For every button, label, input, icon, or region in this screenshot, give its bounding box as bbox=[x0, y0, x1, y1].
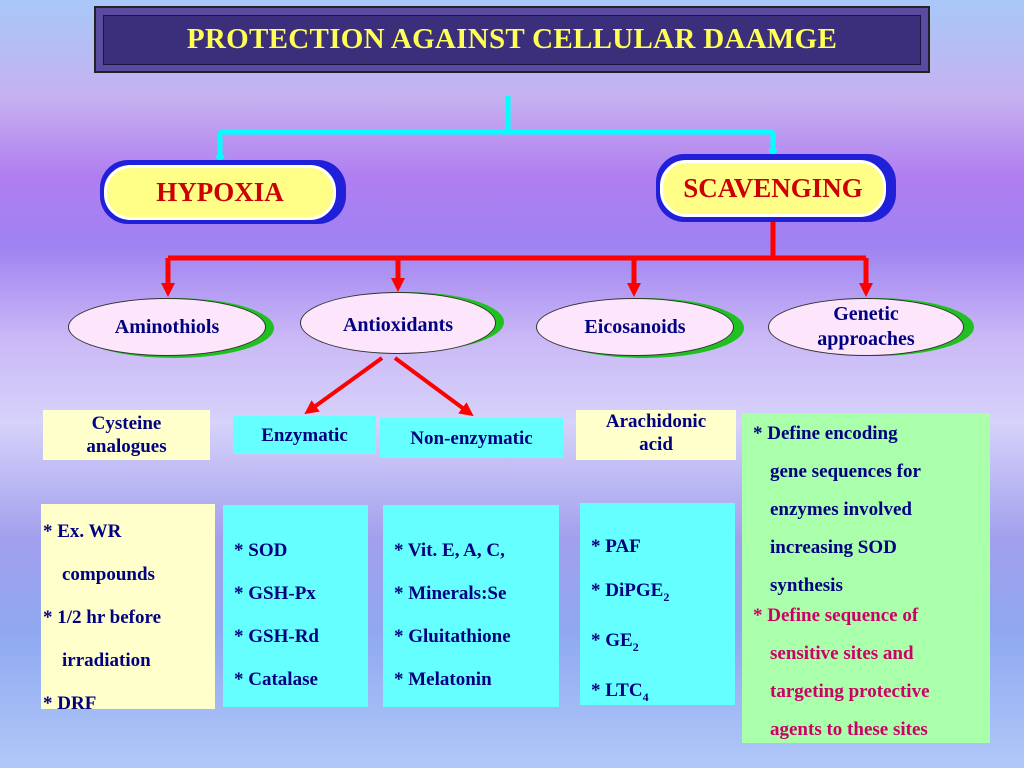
aminothiols-item-1: * Ex. WR bbox=[43, 521, 122, 542]
page-title: PROTECTION AGAINST CELLULAR DAAMGE bbox=[103, 14, 921, 65]
non-enzymatic-item-2: * Minerals:Se bbox=[394, 583, 507, 604]
arachidonic-box: Arachidonic acid bbox=[576, 410, 736, 460]
top-connector bbox=[215, 96, 778, 165]
aminothiols-item-5: * DRF bbox=[43, 693, 97, 714]
scavenging-node: SCAVENGING bbox=[660, 160, 886, 217]
genetic-a-item-3: enzymes involved bbox=[770, 499, 912, 520]
genetic-b-item-3: targeting protective bbox=[770, 681, 930, 702]
aminothiols-item-2: compounds bbox=[62, 564, 155, 585]
antioxidant-split-connector bbox=[304, 356, 474, 417]
genetic-b-item-4: agents to these sites bbox=[770, 719, 928, 740]
aminothiols-label: Aminothiols bbox=[114, 315, 220, 338]
non-enzymatic-item-4: * Melatonin bbox=[394, 669, 492, 690]
non-enzymatic-box: Non-enzymatic bbox=[380, 418, 563, 458]
non-enzymatic-label: Non-enzymatic bbox=[410, 427, 533, 449]
cysteine-box: Cysteine analogues bbox=[43, 410, 210, 460]
genetic-b-line1: Define sequence of bbox=[767, 605, 919, 626]
eicosanoids-item-ge: * GE2 bbox=[591, 619, 735, 669]
enzymatic-item-3: * GSH-Rd bbox=[234, 626, 319, 647]
cysteine-line1: Cysteine bbox=[91, 413, 162, 434]
genetic-label-line1: Genetic bbox=[833, 303, 899, 325]
eicosanoids-item-paf: * PAF bbox=[591, 536, 641, 557]
dipge-text: * DiPGE bbox=[591, 580, 664, 601]
ltc-subscript: 4 bbox=[642, 689, 649, 704]
non-enzymatic-list: * Vit. E, A, C, * Minerals:Se * Gluitath… bbox=[383, 505, 559, 707]
genetic-a-item-5: synthesis bbox=[770, 575, 843, 596]
enzymatic-item-1: * SOD bbox=[234, 540, 288, 561]
ge-subscript: 2 bbox=[632, 639, 639, 654]
scavenging-label: SCAVENGING bbox=[683, 173, 863, 203]
non-enzymatic-item-1: * Vit. E, A, C, bbox=[394, 540, 505, 561]
genetic-list: * Define encoding gene sequences for enz… bbox=[742, 413, 990, 743]
eicosanoids-item-ltc: * LTC4 bbox=[591, 669, 735, 719]
genetic-node: Genetic approaches bbox=[768, 298, 964, 356]
enzymatic-label: Enzymatic bbox=[261, 425, 348, 446]
arachidonic-line1: Arachidonic bbox=[605, 411, 707, 432]
genetic-a-item-4: increasing SOD bbox=[770, 537, 897, 558]
genetic-b-star: * bbox=[753, 605, 763, 626]
eicosanoids-label: Eicosanoids bbox=[584, 315, 686, 338]
enzymatic-box: Enzymatic bbox=[233, 416, 376, 454]
enzymatic-item-2: * GSH-Px bbox=[234, 583, 316, 604]
title-banner: PROTECTION AGAINST CELLULAR DAAMGE bbox=[94, 6, 930, 73]
scavenging-connector bbox=[161, 222, 873, 297]
enzymatic-list: * SOD * GSH-Px * GSH-Rd * Catalase bbox=[223, 505, 368, 707]
eicosanoids-item-dipge: * DiPGE2 bbox=[591, 569, 735, 619]
cysteine-line2: analogues bbox=[86, 436, 167, 457]
ltc-text: * LTC bbox=[591, 679, 643, 701]
hypoxia-node: HYPOXIA bbox=[104, 165, 336, 220]
genetic-a-item-1: * Define encoding bbox=[753, 423, 898, 444]
aminothiols-item-4: irradiation bbox=[62, 650, 151, 671]
ge-text: * GE bbox=[591, 629, 633, 651]
eicosanoids-list: * PAF * DiPGE2 * GE2 * LTC4 bbox=[580, 503, 735, 705]
genetic-a-item-2: gene sequences for bbox=[770, 461, 921, 482]
aminothiols-list: * Ex. WR compounds * 1/2 hr before irrad… bbox=[41, 504, 215, 714]
hypoxia-label: HYPOXIA bbox=[156, 177, 284, 207]
antioxidants-node: Antioxidants bbox=[300, 292, 496, 354]
enzymatic-item-4: * Catalase bbox=[234, 669, 318, 690]
dipge-subscript: 2 bbox=[663, 589, 670, 604]
aminothiols-item-3: * 1/2 hr before bbox=[43, 607, 162, 628]
genetic-b-item-2: sensitive sites and bbox=[770, 643, 914, 664]
eicosanoids-node: Eicosanoids bbox=[536, 298, 734, 356]
aminothiols-node: Aminothiols bbox=[68, 298, 266, 356]
arachidonic-line2: acid bbox=[639, 434, 673, 455]
genetic-b-item-1: * Define sequence of bbox=[753, 597, 990, 635]
non-enzymatic-item-3: * Gluitathione bbox=[394, 626, 511, 647]
genetic-label-line2: approaches bbox=[817, 328, 915, 350]
antioxidants-label: Antioxidants bbox=[342, 314, 454, 336]
